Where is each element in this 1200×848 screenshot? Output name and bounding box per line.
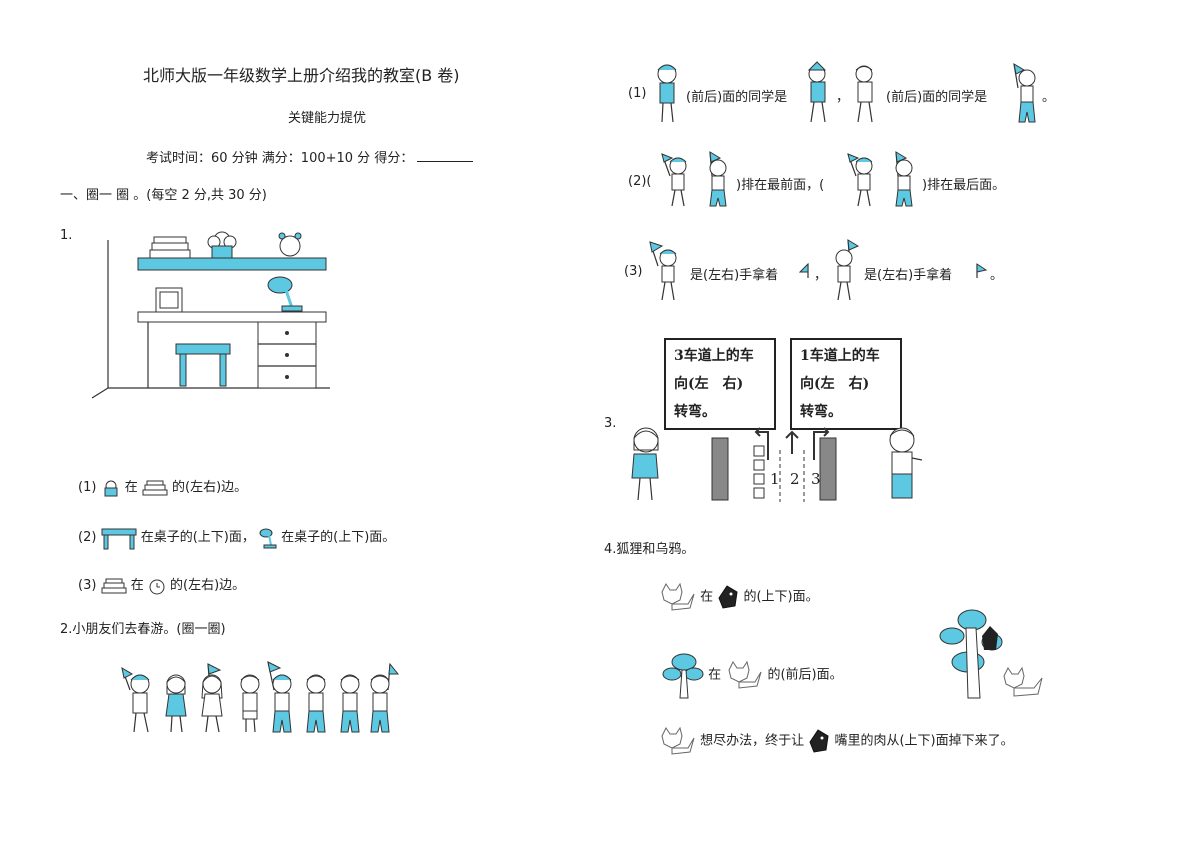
bubble-right-line-1: 1车道上的车 (800, 348, 880, 364)
child-1 (121, 666, 150, 733)
child-5 (267, 661, 292, 733)
child-with-flag-figure (807, 61, 827, 123)
score-blank[interactable] (417, 149, 474, 162)
q2-item-3-a[interactable]: 是(左右)手拿着 (690, 268, 779, 283)
q2-item-3-d: 。 (990, 268, 1004, 283)
lane-label-3: 3 (811, 470, 821, 488)
child-with-cap-figure (657, 64, 677, 123)
q1-item-1-number: (1) (78, 480, 97, 495)
child-holding-flag-right (835, 239, 860, 301)
q2-item-1-d: 。 (1042, 90, 1056, 105)
page-title: 北师大版一年级数学上册介绍我的教室(B 卷) (143, 66, 460, 85)
bubble-right-line-2[interactable]: 向(左 右) (800, 376, 870, 392)
q1-item-1-mid: 在 (124, 480, 138, 495)
q2-item-1-b: ， (836, 90, 850, 105)
q4-item-2: 在 的(前后)面。 (662, 652, 843, 699)
stool-icon (101, 528, 137, 549)
q2-item-2-b[interactable]: )排在最后面。 (922, 178, 1006, 193)
q2-item-3-number: (3) (624, 264, 643, 279)
q1-item-2-suffix[interactable]: 在桌子的(上下)面。 (281, 530, 396, 545)
q4-item-3-a: 想尽办法，终于让 (700, 733, 805, 749)
q3-number: 3. (604, 416, 617, 431)
child-walking-figure (855, 65, 873, 123)
speech-bubble-left: 3车道上的车 向(左 右) 转弯。 (664, 338, 776, 430)
q2-item-1-number: (1) (628, 86, 647, 101)
q1-item-3-suffix[interactable]: 的(左右)边。 (170, 578, 246, 593)
fox-icon (661, 582, 695, 611)
q4-item-1: 在 的(上下)面。 (658, 582, 819, 612)
speech-bubble-right: 1车道上的车 向(左 右) 转弯。 (790, 338, 902, 430)
q1-item-1: (1) 在 的(左右)边。 (78, 476, 247, 496)
fox-and-crow-tree-illustration (939, 609, 1043, 699)
q2-item-1-c[interactable]: (前后)面的同学是 (886, 90, 988, 105)
q4-item-1-a: 在 (700, 589, 714, 605)
child-4 (240, 674, 260, 733)
books-icon (142, 480, 168, 495)
tree-icon (662, 653, 704, 699)
q2-item-1-a[interactable]: (前后)面的同学是 (686, 90, 788, 105)
q1-item-3-number: (3) (78, 578, 97, 593)
two-children-pair-a (661, 151, 727, 207)
child-holding-flag-left (649, 241, 677, 301)
crow-icon (809, 729, 829, 753)
q4-item-1-b[interactable]: 的(上下)面。 (743, 589, 819, 605)
crow-icon (718, 585, 738, 609)
bubble-left-line-2[interactable]: 向(左 右) (674, 376, 744, 392)
q4-item-2-b[interactable]: 的(前后)面。 (767, 667, 843, 683)
q1-item-3-mid: 在 (130, 578, 144, 593)
page-subtitle: 关键能力提优 (288, 111, 367, 126)
children-row-illustration (121, 661, 400, 733)
desk-lamp-icon (259, 528, 277, 548)
child-7 (340, 674, 360, 733)
alarm-clock-icon (149, 579, 165, 594)
lane-label-2: 2 (790, 470, 800, 488)
q2-item-2-prefix: (2)( (628, 174, 652, 189)
lane-label-1: 1 (770, 470, 780, 488)
q4-title: 4.狐狸和乌鸦。 (604, 542, 695, 557)
q1-item-1-suffix[interactable]: 的(左右)边。 (172, 480, 248, 495)
bubble-left-line-1: 3车道上的车 (674, 348, 754, 364)
books-icon (101, 578, 127, 593)
child-8 (370, 662, 400, 733)
bubble-left-line-3: 转弯。 (674, 404, 716, 420)
q1-item-2: (2) 在桌子的(上下)面， 在桌子的(上下)面。 (78, 526, 395, 549)
classroom-illustration (91, 231, 330, 399)
q4-item-2-a: 在 (708, 667, 722, 683)
q1-item-2-mid[interactable]: 在桌子的(上下)面， (140, 530, 255, 545)
child-raising-flag-figure (1013, 62, 1036, 123)
road-scene (631, 427, 923, 502)
q4-item-3: 想尽办法，终于让 嘴里的肉从(上下)面掉下来了。 (658, 726, 1014, 756)
q1-item-3: (3) 在 的(左右)边。 (78, 574, 245, 595)
bubble-right-line-3: 转弯。 (800, 404, 842, 420)
fox-icon (728, 660, 762, 689)
flag-icon (976, 263, 988, 278)
exam-info-text: 考试时间：60 分钟 满分：100+10 分 得分： (146, 151, 414, 166)
q2-item-3-c[interactable]: 是(左右)手拿着 (864, 268, 953, 283)
flag-icon (798, 262, 809, 278)
flower-pot-icon (104, 480, 118, 496)
q2-item-2-a[interactable]: )排在最前面，( (736, 178, 825, 193)
child-2 (165, 674, 187, 733)
q4-item-3-b[interactable]: 嘴里的肉从(上下)面掉下来了。 (834, 733, 1014, 749)
child-3 (201, 663, 223, 733)
exam-info: 考试时间：60 分钟 满分：100+10 分 得分： (146, 147, 474, 166)
q1-number: 1. (60, 228, 73, 243)
q1-item-2-number: (2) (78, 530, 97, 545)
q2-item-3-b: ， (814, 268, 828, 283)
fox-icon (661, 726, 695, 755)
two-children-pair-b (847, 151, 913, 207)
section1-heading: 一、圈一 圈 。(每空 2 分,共 30 分) (60, 188, 267, 203)
child-6 (306, 674, 326, 733)
q2-title: 2.小朋友们去春游。(圈一圈) (60, 622, 226, 637)
